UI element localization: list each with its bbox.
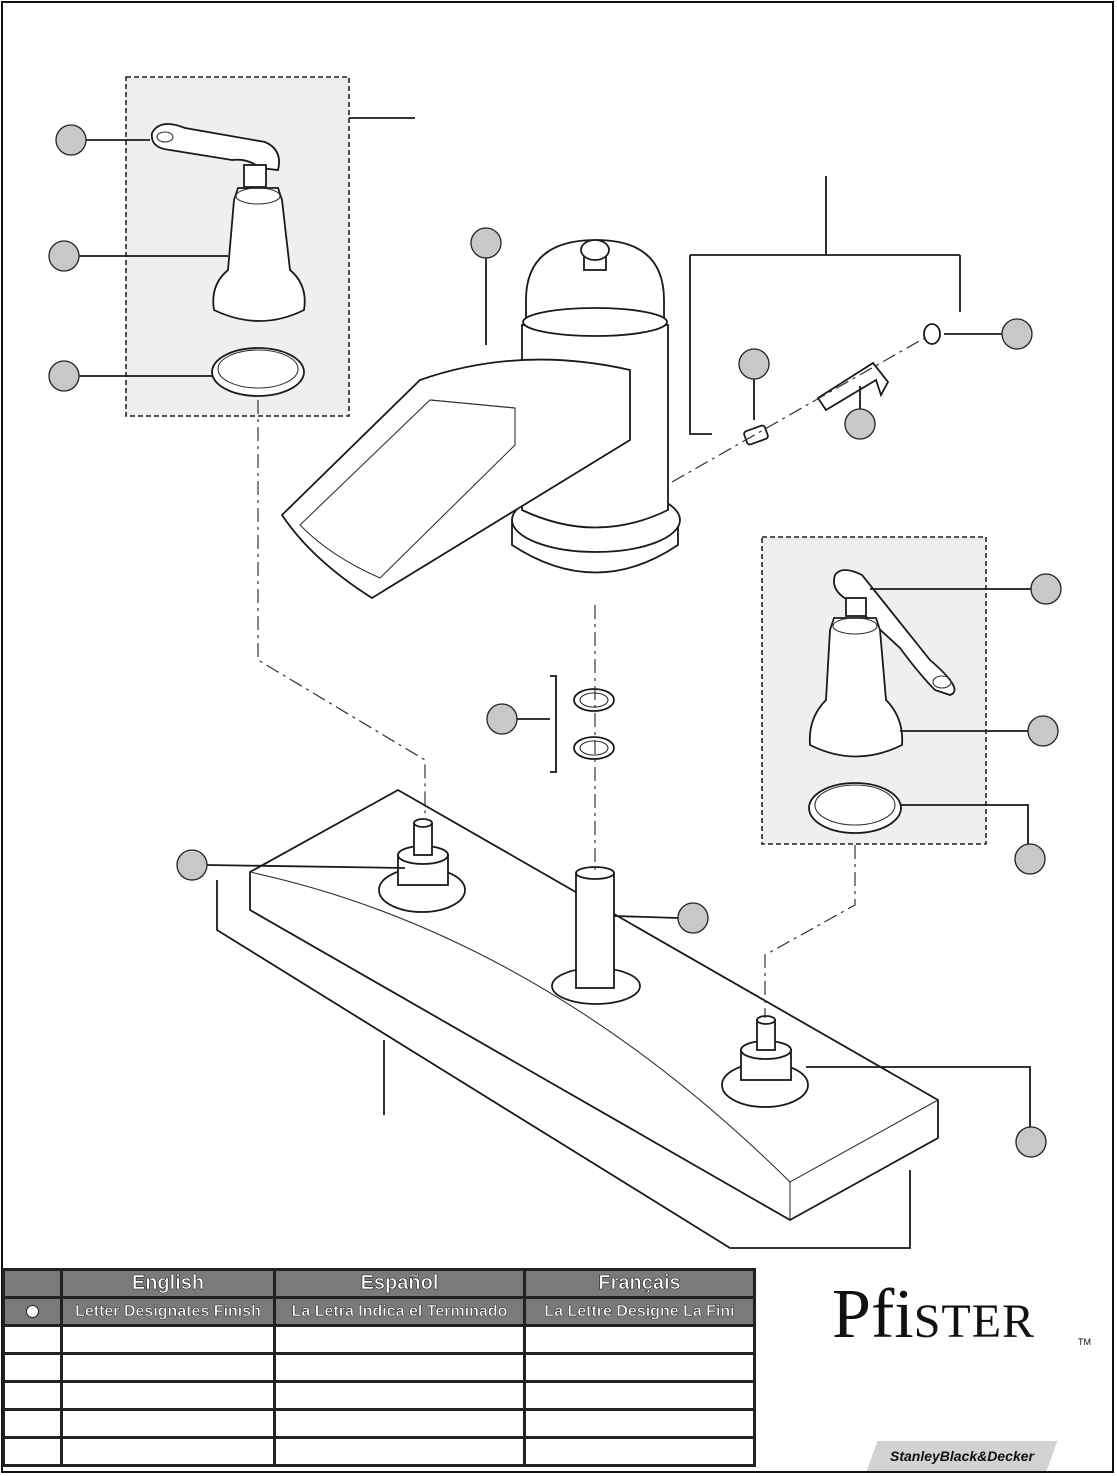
spout-shank xyxy=(551,866,641,1005)
table-row xyxy=(2,1436,756,1467)
logo-letters-fi: fi xyxy=(870,1276,914,1353)
table-row xyxy=(2,1408,756,1439)
table-cell xyxy=(2,1324,63,1355)
table-cell xyxy=(60,1436,276,1467)
header-francais: Français xyxy=(523,1268,756,1299)
right-handle-gasket xyxy=(808,782,902,834)
left-handle-escutcheon xyxy=(212,187,306,322)
table-cell xyxy=(60,1352,276,1383)
callout-valve-right xyxy=(1015,1126,1047,1158)
left-lever-handle xyxy=(150,123,280,188)
table-cell xyxy=(523,1408,756,1439)
pfister-logo: PfiSTER TM xyxy=(832,1275,1092,1355)
table-row xyxy=(2,1324,756,1355)
callout-circles xyxy=(48,124,1062,1158)
parent-brand-logo: StanleyBlack&Decker xyxy=(866,1441,1058,1471)
subheader-espanol: La Letra Indica el Terminado xyxy=(273,1296,526,1327)
callout-valve-left xyxy=(176,849,208,881)
table-cell xyxy=(2,1352,63,1383)
callout-escutcheon-right xyxy=(1027,715,1059,747)
left-valve-cartridge xyxy=(378,818,466,913)
table-cell xyxy=(523,1436,756,1467)
callout-gasket-left xyxy=(48,360,80,392)
subheader-francais: La Lettre Designe La Fini xyxy=(523,1296,756,1327)
table-cell xyxy=(273,1380,526,1411)
leader-lines xyxy=(78,117,1031,1249)
logo-letters-ster: STER xyxy=(913,1295,1036,1348)
table-cell xyxy=(2,1380,63,1411)
callout-set-screw xyxy=(738,348,770,380)
callout-aerator xyxy=(1001,318,1033,350)
table-cell xyxy=(523,1352,756,1383)
table-subheader-row: Letter Designates Finish La Letra Indica… xyxy=(2,1296,756,1327)
table-cell xyxy=(60,1408,276,1439)
table-row xyxy=(2,1380,756,1411)
assembly-guide-lines xyxy=(257,335,929,1018)
finish-code-table: English Español Français Letter Designat… xyxy=(2,1268,756,1467)
table-cell xyxy=(2,1436,63,1467)
table-cell xyxy=(60,1324,276,1355)
right-valve-cartridge xyxy=(721,1015,809,1108)
callout-o-rings xyxy=(486,703,518,735)
callout-spout xyxy=(470,227,502,259)
callout-escutcheon-left xyxy=(48,240,80,272)
table-cell xyxy=(273,1324,526,1355)
callout-handle-right xyxy=(1030,573,1062,605)
left-handle-gasket xyxy=(211,347,305,397)
aerator-button xyxy=(923,323,941,345)
spout-o-rings xyxy=(550,675,615,773)
callout-shank xyxy=(677,902,709,934)
header-espanol: Español xyxy=(273,1268,526,1299)
hex-wrench xyxy=(816,361,890,412)
trademark-mark: TM xyxy=(1078,1337,1091,1347)
logo-letter-p: P xyxy=(832,1276,871,1353)
callout-hex-wrench xyxy=(844,408,876,440)
table-cell xyxy=(523,1324,756,1355)
table-header-row: English Español Français xyxy=(2,1268,756,1299)
finish-dot-icon xyxy=(26,1304,39,1318)
table-cell xyxy=(273,1436,526,1467)
waterfall-spout xyxy=(280,239,681,600)
table-cell xyxy=(523,1380,756,1411)
right-handle-escutcheon xyxy=(808,617,904,758)
subheader-english: Letter Designates Finish xyxy=(60,1296,276,1327)
set-screw xyxy=(743,424,769,446)
header-english: English xyxy=(60,1268,276,1299)
finish-marker-cell xyxy=(2,1296,63,1327)
callout-handle-left xyxy=(55,124,87,156)
table-row xyxy=(2,1352,756,1383)
escutcheon-base-plate xyxy=(249,788,939,1222)
table-cell xyxy=(273,1408,526,1439)
table-cell xyxy=(273,1352,526,1383)
header-blank xyxy=(2,1268,63,1299)
right-lever-handle xyxy=(833,569,956,696)
callout-gasket-right xyxy=(1014,843,1046,875)
table-cell xyxy=(60,1380,276,1411)
table-cell xyxy=(2,1408,63,1439)
parent-brand-name: StanleyBlack&Decker xyxy=(890,1448,1034,1464)
